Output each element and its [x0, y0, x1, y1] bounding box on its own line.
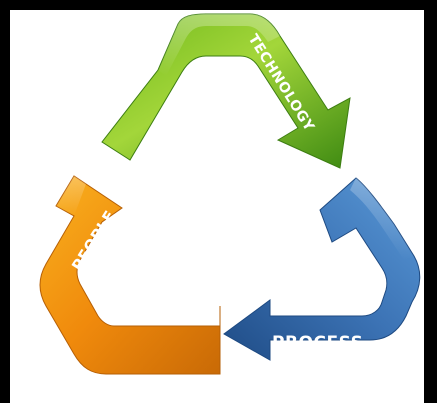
technology-arrow: TECHNOLOGY: [101, 13, 351, 169]
people-arrow: PEOPLE: [39, 175, 221, 375]
process-label: PROCESS: [272, 333, 363, 353]
process-arrow: PROCESS: [223, 177, 421, 361]
white-canvas: TECHNOLOGY PROCESS PEOPLE: [10, 10, 424, 403]
recycle-cycle-diagram: TECHNOLOGY PROCESS PEOPLE: [39, 13, 421, 375]
